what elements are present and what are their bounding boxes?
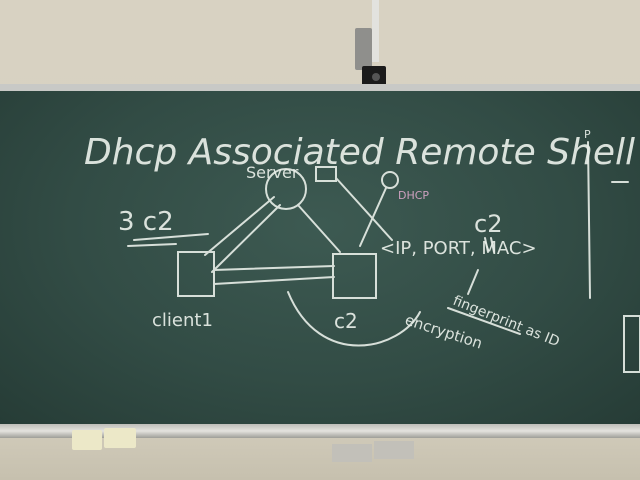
chalkboard xyxy=(0,91,640,425)
question-c2-label: 3 c2 xyxy=(118,207,174,237)
p-label: P xyxy=(584,128,591,141)
c2-top-label: c2 xyxy=(474,210,502,238)
board-title: Dhcp Associated Remote Shell xyxy=(84,132,635,173)
ip-port-mac-label: <IP, PORT, MAC> xyxy=(380,238,537,259)
c2-node xyxy=(332,253,377,299)
chalk-tray xyxy=(0,424,640,438)
client-label: client1 xyxy=(152,310,213,331)
encryption-arc xyxy=(287,291,421,347)
dhcp-circle xyxy=(381,171,399,189)
server-label: Server xyxy=(246,163,299,182)
server-icon xyxy=(315,166,337,182)
c2-node-label: c2 xyxy=(334,309,358,333)
server-node xyxy=(265,168,307,210)
dhcp-label: DHCP xyxy=(398,189,429,202)
client-node xyxy=(177,251,215,297)
